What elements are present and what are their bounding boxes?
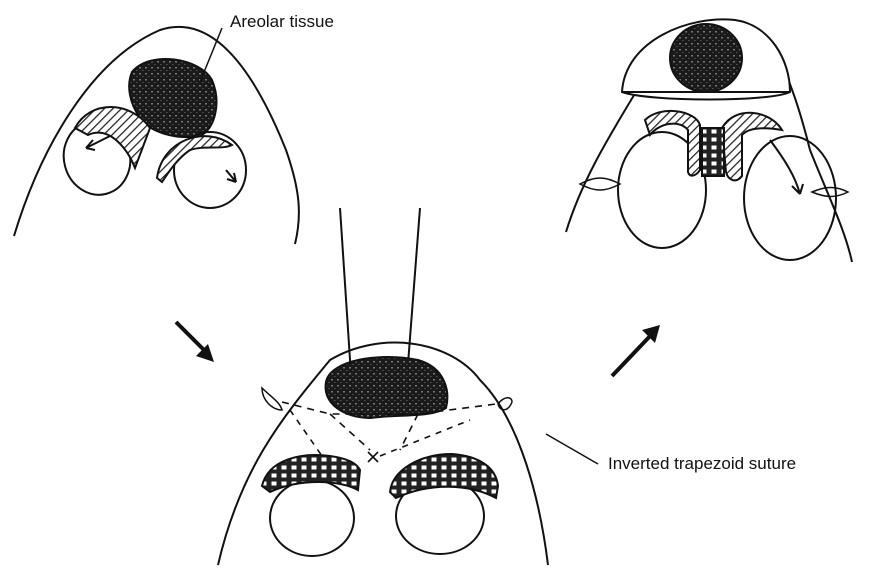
suture-leader bbox=[546, 434, 598, 464]
arrow-step-1 bbox=[176, 322, 206, 352]
suture-knot-2 bbox=[368, 452, 378, 462]
suture-loop-right-3 bbox=[812, 188, 848, 197]
panel-before bbox=[14, 27, 299, 244]
inverted-trapezoid-suture-label: Inverted trapezoid suture bbox=[608, 454, 796, 474]
trapezoid-suture-left bbox=[330, 414, 370, 450]
arrow-left-1 bbox=[86, 136, 110, 148]
right-cartilage-2 bbox=[390, 454, 498, 498]
right-arrow-3 bbox=[770, 140, 800, 194]
areolar-tissue-3 bbox=[670, 24, 742, 92]
right-nostril-3 bbox=[744, 136, 836, 260]
areolar-tissue-2 bbox=[326, 357, 448, 418]
arrow-step-2 bbox=[612, 334, 652, 376]
center-strut-3 bbox=[702, 128, 724, 176]
left-crus-3 bbox=[645, 111, 700, 176]
left-nostril-2 bbox=[270, 480, 354, 556]
suture-loop-right-2 bbox=[498, 398, 512, 410]
panel-suture bbox=[218, 208, 548, 565]
left-crus-1 bbox=[75, 107, 150, 168]
areolar-tissue-label: Areolar tissue bbox=[230, 12, 334, 32]
right-crus-1 bbox=[157, 136, 232, 182]
trapezoid-suture-right bbox=[400, 414, 418, 450]
left-cartilage-2 bbox=[262, 455, 360, 492]
panel-after bbox=[566, 19, 852, 262]
suture-loop-left-2 bbox=[262, 388, 282, 410]
right-crus-3 bbox=[722, 113, 782, 181]
